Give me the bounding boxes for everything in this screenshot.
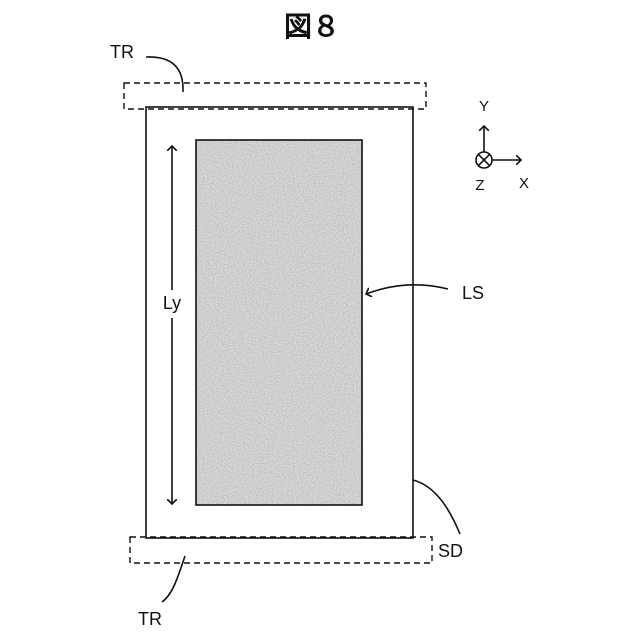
x-axis-label: X [519,175,529,192]
figure-title: 図８ [284,10,340,43]
ly-label: Ly [163,293,181,313]
ls-leader-arrow [366,285,448,294]
sd-leader [413,480,460,534]
bottom-tr-dashed-region [130,537,432,563]
top-tr-label: TR [110,42,134,62]
axes-indicator: Y Z X [475,98,529,194]
top-tr-leader [146,57,183,92]
z-axis-label: Z [475,177,484,194]
bottom-tr-label: TR [138,609,162,629]
sd-label: SD [438,541,463,561]
ls-label: LS [462,283,484,303]
stippled-region-ls [196,140,362,505]
top-tr-dashed-region [124,83,426,109]
y-axis-label: Y [479,98,489,115]
